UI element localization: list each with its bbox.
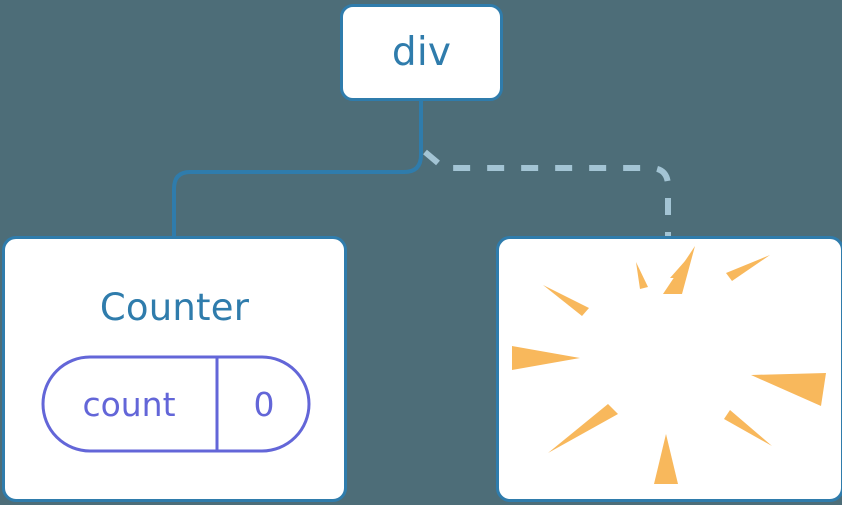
state-pill-outline bbox=[41, 355, 311, 453]
state-pill-value: 0 bbox=[253, 384, 275, 424]
state-pill-count[interactable] bbox=[41, 355, 311, 453]
edge-div-to-counter bbox=[172, 99, 423, 238]
node-div[interactable]: div bbox=[340, 4, 503, 101]
state-pill-key: count bbox=[82, 384, 176, 424]
node-div-label: div bbox=[391, 30, 452, 75]
node-counter-label: Counter bbox=[99, 286, 250, 329]
node-burst-placeholder[interactable] bbox=[496, 236, 842, 502]
edge-div-to-burst bbox=[423, 149, 671, 236]
